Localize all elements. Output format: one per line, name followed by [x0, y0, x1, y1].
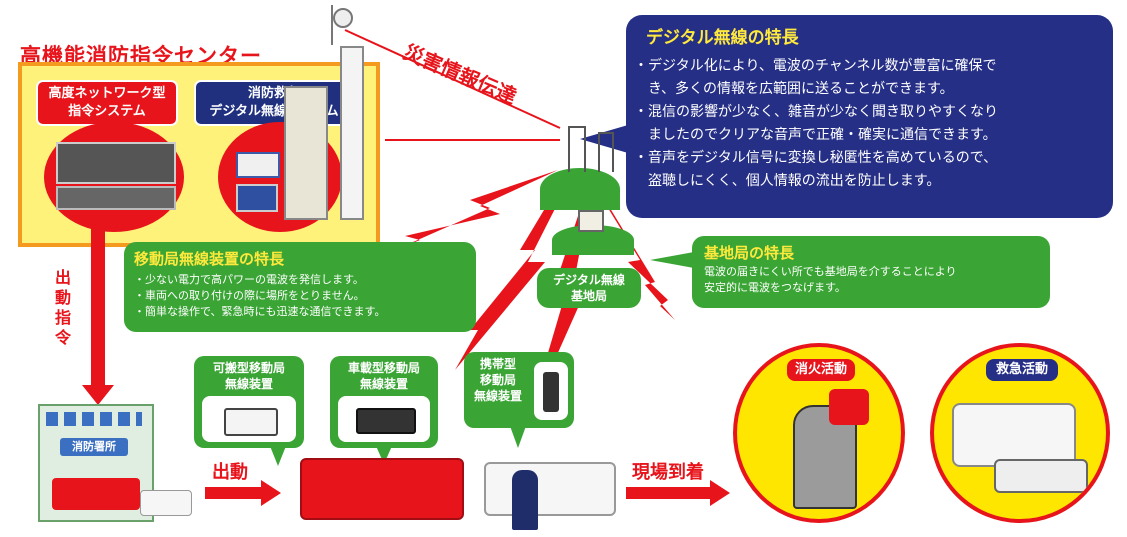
antenna-tower-icon	[340, 46, 364, 220]
link-line	[344, 29, 561, 129]
handheld-device-bubble: 携帯型 移動局 無線装置	[464, 352, 574, 428]
feature-line: ・簡単な操作で、緊急時にも迅速な通信できます。	[134, 305, 386, 318]
fire-flame-icon	[829, 389, 869, 425]
feature-line: 安定的に電波をつなげます。	[704, 281, 846, 294]
digital-features-title: デジタル無線の特長	[646, 28, 799, 48]
mobile-features-list: ・少ない電力で高パワーの電波を発信します。 ・車両への取り付けの際に場所をとりま…	[134, 272, 385, 320]
vehicle-device-bubble: 車載型移動局 無線装置	[330, 356, 438, 448]
fire-engine-icon	[52, 478, 140, 510]
dispatch-horizontal-arrow-head	[261, 480, 281, 506]
computer-icon	[236, 184, 278, 212]
mobile-features-title: 移動局無線装置の特長	[134, 250, 285, 268]
feature-line: き、多くの情報を広範囲に送ることができます。	[634, 81, 954, 97]
vehicle-radio-icon	[356, 408, 416, 434]
dispatch-horizontal-arrow	[205, 487, 261, 499]
firefighting-circle: 消火活動	[733, 343, 905, 523]
portable-radio-icon	[224, 408, 278, 436]
radio-console-icon	[236, 152, 280, 178]
navy-box-pointer	[580, 125, 628, 153]
dish-antenna-icon	[333, 8, 353, 28]
rescue-label: 救急活動	[986, 359, 1058, 381]
fire-engine-icon	[300, 458, 464, 520]
bubble-tail	[270, 446, 286, 466]
portable-device-bubble: 可搬型移動局 無線装置	[194, 356, 304, 448]
handheld-radio-icon	[543, 372, 559, 412]
feature-line: 盗聴しにくく、個人情報の流出を防止します。	[634, 173, 941, 189]
base-station-building-icon	[578, 210, 604, 232]
dispatch-arrow	[91, 227, 105, 389]
stretcher-icon	[994, 459, 1088, 493]
bubble-tail	[510, 426, 526, 448]
feature-line: ましたのでクリアな音声で正確・確実に通信できます。	[634, 127, 997, 143]
fire-station-windows	[46, 412, 142, 426]
base-station-tower-icon	[568, 126, 586, 172]
command-center-panel: 高度ネットワーク型 指令システム 消防救急 デジタル無線システム	[18, 46, 380, 247]
rescue-circle: 救急活動	[930, 343, 1110, 523]
mobile-features-panel: 移動局無線装置の特長 ・少ない電力で高パワーの電波を発信します。 ・車両への取り…	[124, 242, 476, 332]
base-features-panel: 基地局の特長 電波の届きにくい所でも基地局を介することにより 安定的に電波をつな…	[692, 236, 1050, 308]
dispatch-order-label: 出 動 指 令	[55, 268, 72, 347]
feature-line: 電波の届きにくい所でも基地局を介することにより	[704, 265, 957, 278]
base-station-hill-icon	[540, 168, 620, 210]
base-station-tower-icon	[598, 132, 614, 172]
dispatch-arrow-head	[82, 385, 114, 405]
ambulance-icon	[484, 462, 616, 516]
feature-line: ・音声をデジタル信号に変換し秘匿性を高めているので、	[634, 150, 998, 166]
server-rack-icon	[284, 86, 328, 220]
paramedic-icon	[512, 470, 538, 530]
firefighting-label: 消火活動	[787, 359, 855, 381]
digital-features-list: ・デジタル化により、電波のチャンネル数が豊富に確保で き、多くの情報を広範囲に送…	[634, 55, 998, 193]
arrival-arrow-head	[710, 480, 730, 506]
lightning-bolt-icon	[455, 180, 567, 370]
digital-features-panel: デジタル無線の特長 ・デジタル化により、電波のチャンネル数が豊富に確保で き、多…	[626, 15, 1113, 218]
network-system-label: 高度ネットワーク型 指令システム	[36, 80, 178, 126]
ambulance-icon	[952, 403, 1076, 467]
base-features-title: 基地局の特長	[704, 244, 795, 262]
base-features-list: 電波の届きにくい所でも基地局を介することにより 安定的に電波をつなげます。	[704, 264, 957, 296]
fire-station-sign: 消防署所	[60, 438, 128, 456]
dispatch-label: 出動	[212, 462, 248, 483]
feature-line: ・混信の影響が少なく、雑音が少なく聞き取りやすくなり	[634, 104, 998, 120]
radio-system-label: 消防救急 デジタル無線システム	[194, 80, 354, 126]
base-box-pointer	[650, 252, 694, 268]
base-station-label: デジタル無線 基地局	[537, 268, 641, 308]
operator-desk-icon	[56, 186, 176, 210]
arrival-arrow	[626, 487, 710, 499]
feature-line: ・車両への取り付けの際に場所をとりません。	[134, 289, 365, 302]
arrival-label: 現場到着	[632, 462, 704, 483]
ambulance-icon	[140, 490, 192, 516]
feature-line: ・少ない電力で高パワーの電波を発信します。	[134, 273, 364, 286]
monitor-wall-icon	[56, 142, 176, 184]
lightning-bolt-icon	[395, 170, 558, 250]
feature-line: ・デジタル化により、電波のチャンネル数が豊富に確保で	[634, 58, 997, 74]
